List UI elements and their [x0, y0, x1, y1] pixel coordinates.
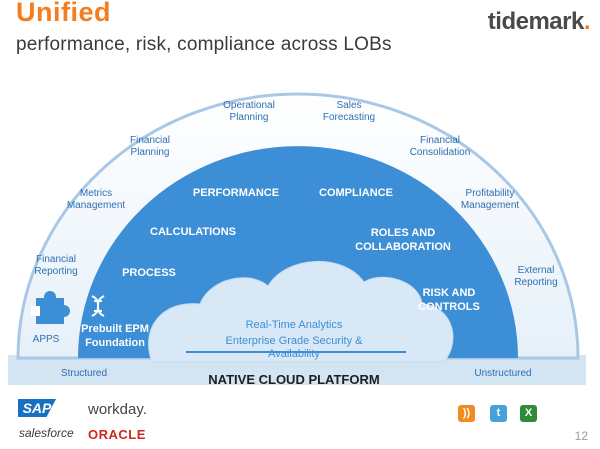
- helix-icon: [91, 295, 105, 317]
- label-line: Profitability: [466, 188, 515, 199]
- logo-wordmark: tidemark: [487, 8, 585, 35]
- label-line: Prebuilt EPM: [81, 323, 149, 335]
- slide-title: Unified: [16, 0, 111, 27]
- label-line: Financial: [420, 135, 460, 146]
- label-line: Sales: [336, 100, 361, 111]
- label-line: PERFORMANCE: [193, 187, 279, 199]
- label-risk-and-controls: RISK AND CONTROLS: [418, 287, 480, 313]
- label-line: CALCULATIONS: [150, 226, 236, 238]
- logo-dot: .: [583, 8, 591, 35]
- unstructured-label: Unstructured: [474, 368, 531, 379]
- label-line: Foundation: [85, 337, 145, 349]
- label-performance: PERFORMANCE: [193, 187, 279, 199]
- label-line: Planning: [230, 112, 269, 123]
- rss-icon: )): [458, 405, 475, 422]
- apps-label: APPS: [33, 334, 60, 345]
- label-line: Financial: [130, 135, 170, 146]
- label-line: ROLES AND: [371, 227, 435, 239]
- label-line: Reporting: [34, 266, 77, 277]
- label-line: RISK AND: [423, 287, 476, 299]
- label-line: Management: [461, 200, 520, 211]
- sap-logo: SAP: [18, 399, 56, 417]
- cloud-line: Availability: [268, 348, 320, 360]
- structured-label: Structured: [61, 368, 107, 379]
- label-line: Consolidation: [410, 147, 471, 158]
- salesforce-logo: salesforce: [19, 426, 74, 440]
- label-calculations: CALCULATIONS: [150, 226, 236, 238]
- cloud-line: Real-Time Analytics: [246, 319, 343, 331]
- cloud-shape: [148, 261, 454, 363]
- slide-subtitle: performance, risk, compliance across LOB…: [16, 34, 392, 55]
- label-roles-and-collaboration: ROLES AND COLLABORATION: [355, 227, 451, 253]
- label-line: External: [518, 265, 555, 276]
- excel-icon: X: [520, 405, 537, 422]
- label-line: Forecasting: [323, 112, 375, 123]
- label-prebuilt-epm-foundation: Prebuilt EPM Foundation: [81, 323, 149, 349]
- puzzle-icon: [36, 291, 70, 324]
- label-line: Metrics: [80, 188, 112, 199]
- page-number: 12: [574, 429, 588, 443]
- label-line: PROCESS: [122, 267, 176, 279]
- twitter-icon: t: [490, 405, 507, 422]
- label-line: Operational: [223, 100, 275, 111]
- label-line: CONTROLS: [418, 301, 480, 313]
- label-process: PROCESS: [122, 267, 176, 279]
- oracle-logo: ORACLE: [88, 427, 146, 442]
- puzzle-notch: [31, 306, 40, 316]
- cloud-line: Enterprise Grade Security &: [226, 335, 364, 347]
- tidemark-logo: tidemark.: [487, 8, 591, 36]
- label-compliance: COMPLIANCE: [319, 187, 393, 199]
- label-line: COMPLIANCE: [319, 187, 393, 199]
- label-line: Financial: [36, 254, 76, 265]
- workday-logo: workday.: [88, 401, 147, 418]
- label-line: Reporting: [514, 277, 557, 288]
- label-line: Management: [67, 200, 126, 211]
- label-line: COLLABORATION: [355, 241, 451, 253]
- label-line: Planning: [131, 147, 170, 158]
- platform-label: NATIVE CLOUD PLATFORM: [208, 372, 379, 387]
